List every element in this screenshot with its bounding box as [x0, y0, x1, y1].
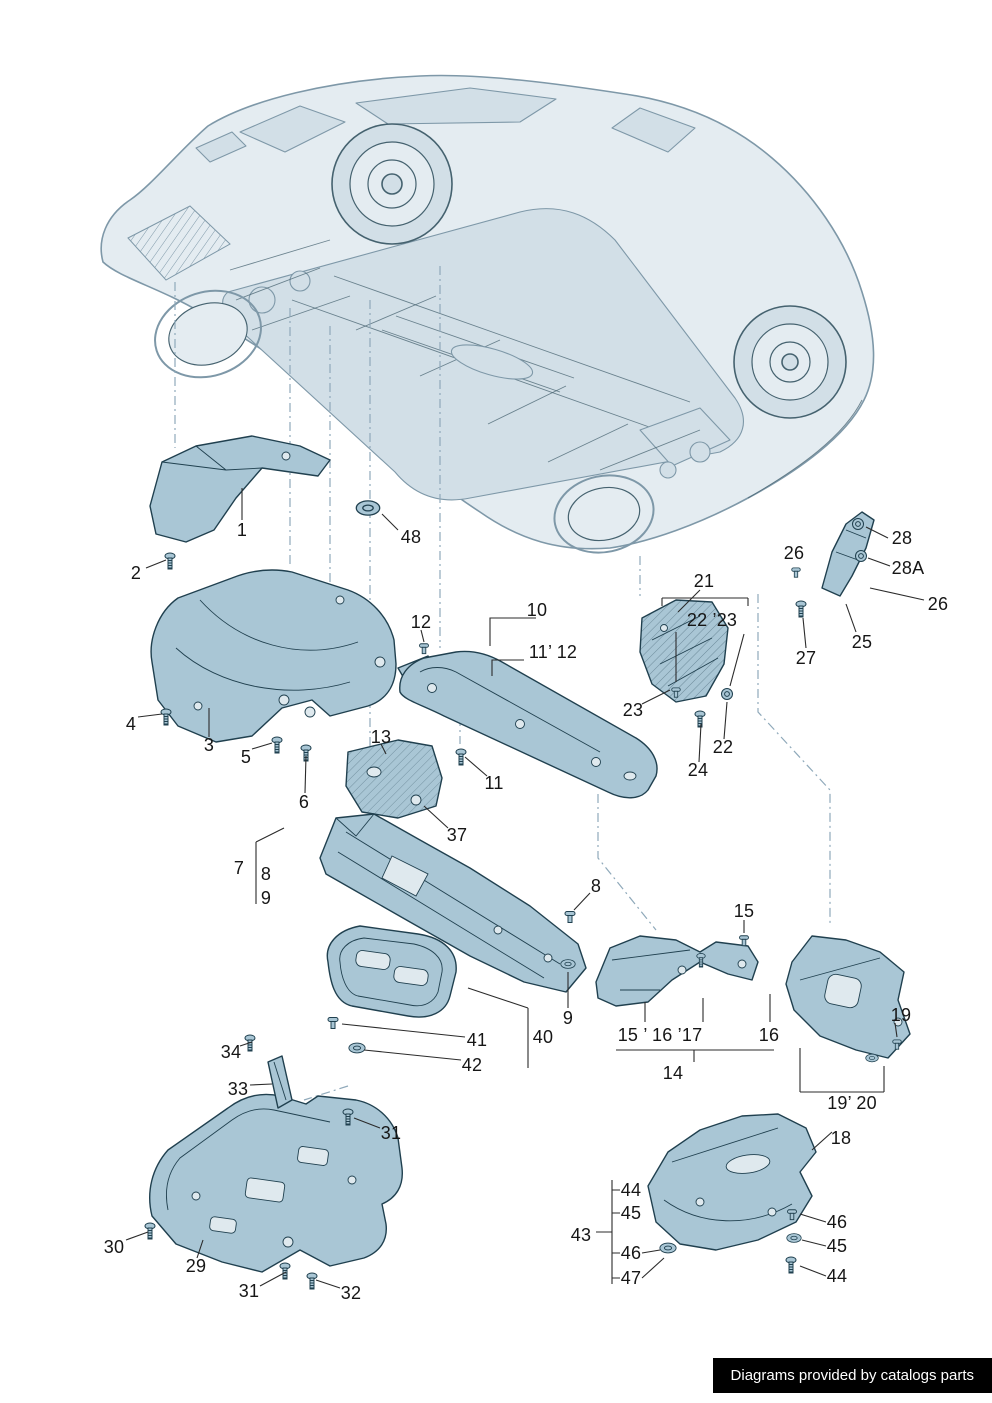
part-25-bracket [821, 511, 875, 597]
windshield [239, 105, 346, 153]
screw-icon [694, 710, 706, 728]
grommet-icon [355, 500, 381, 516]
screw-icon [160, 708, 172, 726]
part-29-rear-belly-pan [149, 1093, 403, 1273]
grommet-icon [786, 1233, 802, 1243]
part-7-tunnel-panel [319, 813, 587, 993]
part-14-rear-trim [595, 935, 759, 1007]
muffler [450, 344, 534, 380]
grommet-icon [560, 959, 576, 969]
part-19-20-rear-trim [785, 935, 911, 1059]
nut-icon [855, 550, 867, 562]
exploded-parts [149, 435, 911, 1273]
clip-icon [564, 911, 576, 923]
screw-icon [164, 552, 176, 570]
screw-icon [271, 736, 283, 754]
part-21-bracket [639, 599, 729, 703]
part-18-rear-tray [647, 1113, 817, 1251]
clip-icon [419, 643, 429, 655]
screw-icon [279, 1262, 291, 1280]
construction-lines [174, 266, 831, 1101]
clip-icon [791, 567, 801, 578]
rear-wheel-arch [553, 474, 655, 554]
screw-icon [144, 1222, 156, 1240]
screw-icon [795, 600, 807, 618]
part-40-access-tray [326, 925, 457, 1018]
front-wheel [331, 123, 453, 245]
part-13-heat-shield [345, 739, 443, 819]
side-glass [355, 87, 557, 125]
part-1-front-tray [149, 435, 331, 543]
rear-wheel [733, 305, 847, 419]
grommet-icon [865, 1053, 879, 1063]
footer-text: Diagrams provided by catalogs parts [730, 1367, 974, 1384]
rear-glass [611, 107, 696, 153]
vehicle-underbody-illustration [100, 74, 875, 554]
screw-icon [785, 1256, 797, 1274]
clip-icon [739, 935, 749, 947]
part-33-strip [267, 1055, 293, 1109]
nut-icon [721, 688, 733, 700]
leader-lines [125, 488, 925, 1289]
grommet-icon [659, 1242, 677, 1254]
front-wheel-arch [154, 289, 262, 379]
nut-icon [852, 518, 864, 530]
screw-icon [455, 748, 467, 766]
front-grille [127, 205, 231, 281]
grommet-icon [348, 1042, 366, 1054]
part-3-belly-pan [150, 569, 397, 743]
screw-icon [306, 1272, 318, 1290]
clip-icon [327, 1017, 339, 1029]
headlight [195, 131, 247, 163]
footer-credit: Diagrams provided by catalogs parts [712, 1358, 992, 1393]
part-10-sill-panel [397, 650, 658, 799]
